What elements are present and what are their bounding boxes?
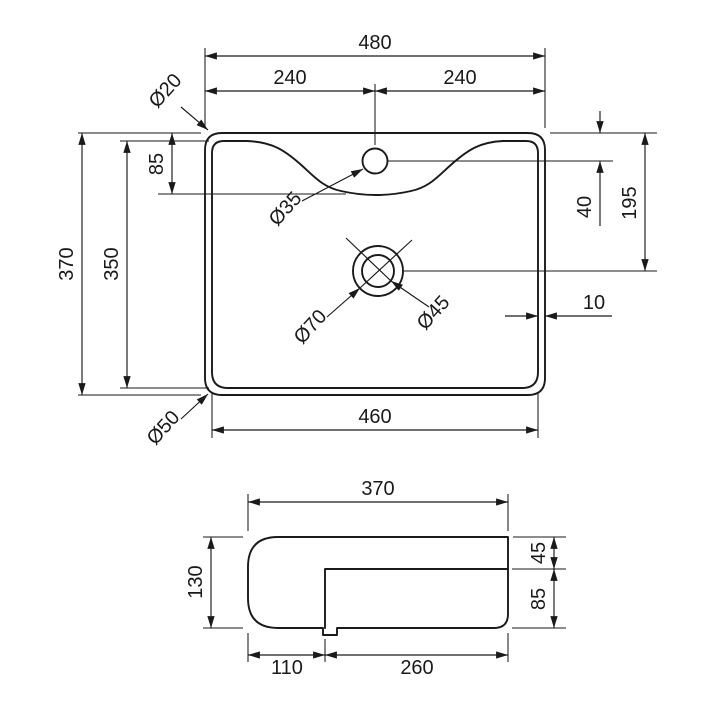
dimension-label: 195 [619,186,641,219]
dimension-label: 110 [271,657,303,679]
dimension-label: 260 [400,657,433,679]
dim-corner-radius-bottom: Ø50 [143,393,209,450]
dimension-label: Ø20 [145,70,187,113]
dim-overall-depth: 370 [56,132,201,396]
extension-lines [78,132,201,396]
dim-tap-offset: 40 [388,111,613,226]
drain-inner-circle [361,254,395,288]
tap-hole [361,147,389,175]
dimension-label: 370 [56,247,78,280]
leader-continuation [345,237,392,282]
leader-line [326,287,361,318]
basin-side-outline [247,536,509,636]
dim-inner-depth: 350 [101,140,209,389]
basin-outer-outline [204,132,546,396]
dimension-label: 85 [146,153,168,175]
leader-continuation [359,239,413,289]
dim-drain-offset: 195 [404,132,657,272]
dim-rim-width: 10 [505,292,612,320]
dimension-label-left: 240 [273,67,306,89]
dimension-label: 10 [583,292,605,314]
dimension-label: Ø45 [413,292,455,335]
dim-ledge-depth: 85 [146,133,346,195]
dim-side-bowl-height: 85 [512,569,566,629]
basin-inner-rim [211,140,539,389]
dimension-label: 350 [101,247,123,280]
dim-inner-width: 460 [211,392,539,438]
dimension-label-right: 240 [443,67,476,89]
leader-line [390,280,430,308]
extension-lines [203,536,243,629]
dim-half-widths: 240 240 [205,67,545,145]
extension-lines [404,132,657,272]
dim-tap-hole-diameter: Ø35 [265,168,364,230]
drain-outer-circle [352,245,404,297]
dimension-label: Ø70 [290,306,332,349]
dimension-label: 45 [528,542,550,564]
dim-side-top-width: 370 [247,478,509,531]
dimension-label: Ø50 [143,407,185,450]
dimension-label: 370 [361,478,394,500]
dim-side-bowl-depth: 260 [325,633,509,679]
side-view: 370 130 45 85 110 26 [185,478,566,679]
dim-side-front-depth: 110 [247,633,326,679]
dimension-label: 40 [574,196,596,218]
dimension-label: 480 [358,32,391,54]
top-view: 480 240 240 Ø20 85 370 [56,32,657,449]
dimension-label: 460 [358,406,391,428]
dimension-label: 85 [528,588,550,610]
leader-line [180,393,209,420]
dim-drain-outer-diameter: Ø70 [290,239,413,349]
leader-line [301,168,364,202]
dim-corner-radius-top: Ø20 [145,70,209,131]
basin-side-ledge-lines [324,568,509,629]
leader-line [180,106,209,131]
dim-side-rim-height: 45 [512,536,566,570]
dim-side-height: 130 [185,536,243,629]
dimension-label: 130 [185,565,207,598]
extension-lines [120,140,209,389]
